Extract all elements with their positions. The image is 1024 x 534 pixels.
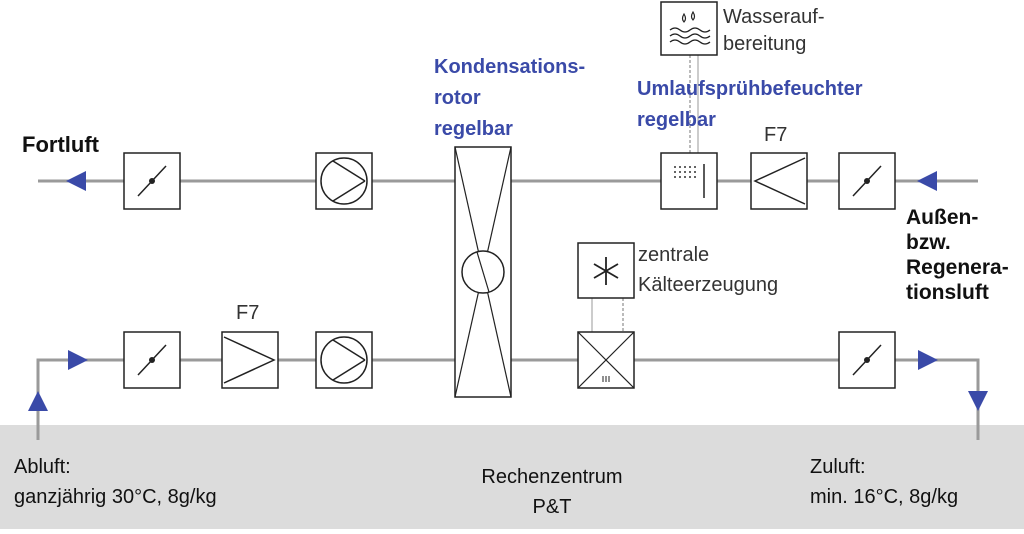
damper-icon: [838, 331, 896, 389]
water-treatment-label: Wasserauf- bereitung: [723, 6, 825, 55]
filter-icon: [221, 331, 279, 389]
room-area: [0, 425, 1024, 529]
filter-bottom-label: F7: [236, 302, 260, 324]
filter-icon: [750, 152, 808, 210]
fan-icon: [315, 331, 373, 389]
arrow-icon: [918, 350, 938, 370]
zuluft-label: Zuluft: min. 16°C, 8g/kg: [810, 456, 959, 508]
arrow-icon: [968, 391, 988, 411]
room-label: Rechenzentrum P&T: [481, 466, 623, 518]
cooling-label: zentrale Kälteerzeugung: [638, 244, 779, 296]
spray-humidifier-icon: [660, 152, 718, 210]
rotor-label: Kondensations- rotor regelbar: [434, 56, 586, 140]
filter-top-label: F7: [764, 124, 788, 146]
fan-icon: [315, 152, 373, 210]
heat-wheel-icon: [454, 146, 512, 398]
water-treatment-icon: [660, 1, 718, 56]
arrow-icon: [68, 350, 88, 370]
cooling-coil-icon: [577, 331, 635, 389]
snowflake-icon: [577, 242, 635, 299]
damper-icon: [838, 152, 896, 210]
arrow-icon: [917, 171, 937, 191]
arrow-icon: [66, 171, 86, 191]
aussenluft-label: Außen- bzw. Regenera- tionsluft: [906, 206, 1009, 304]
arrow-icon: [28, 391, 48, 411]
abluft-label: Abluft: ganzjährig 30°C, 8g/kg: [14, 456, 217, 508]
damper-icon: [123, 152, 181, 210]
humidifier-label: Umlaufsprühbefeuchter regelbar: [637, 78, 863, 131]
damper-icon: [123, 331, 181, 389]
fortluft-label: Fortluft: [22, 132, 99, 157]
